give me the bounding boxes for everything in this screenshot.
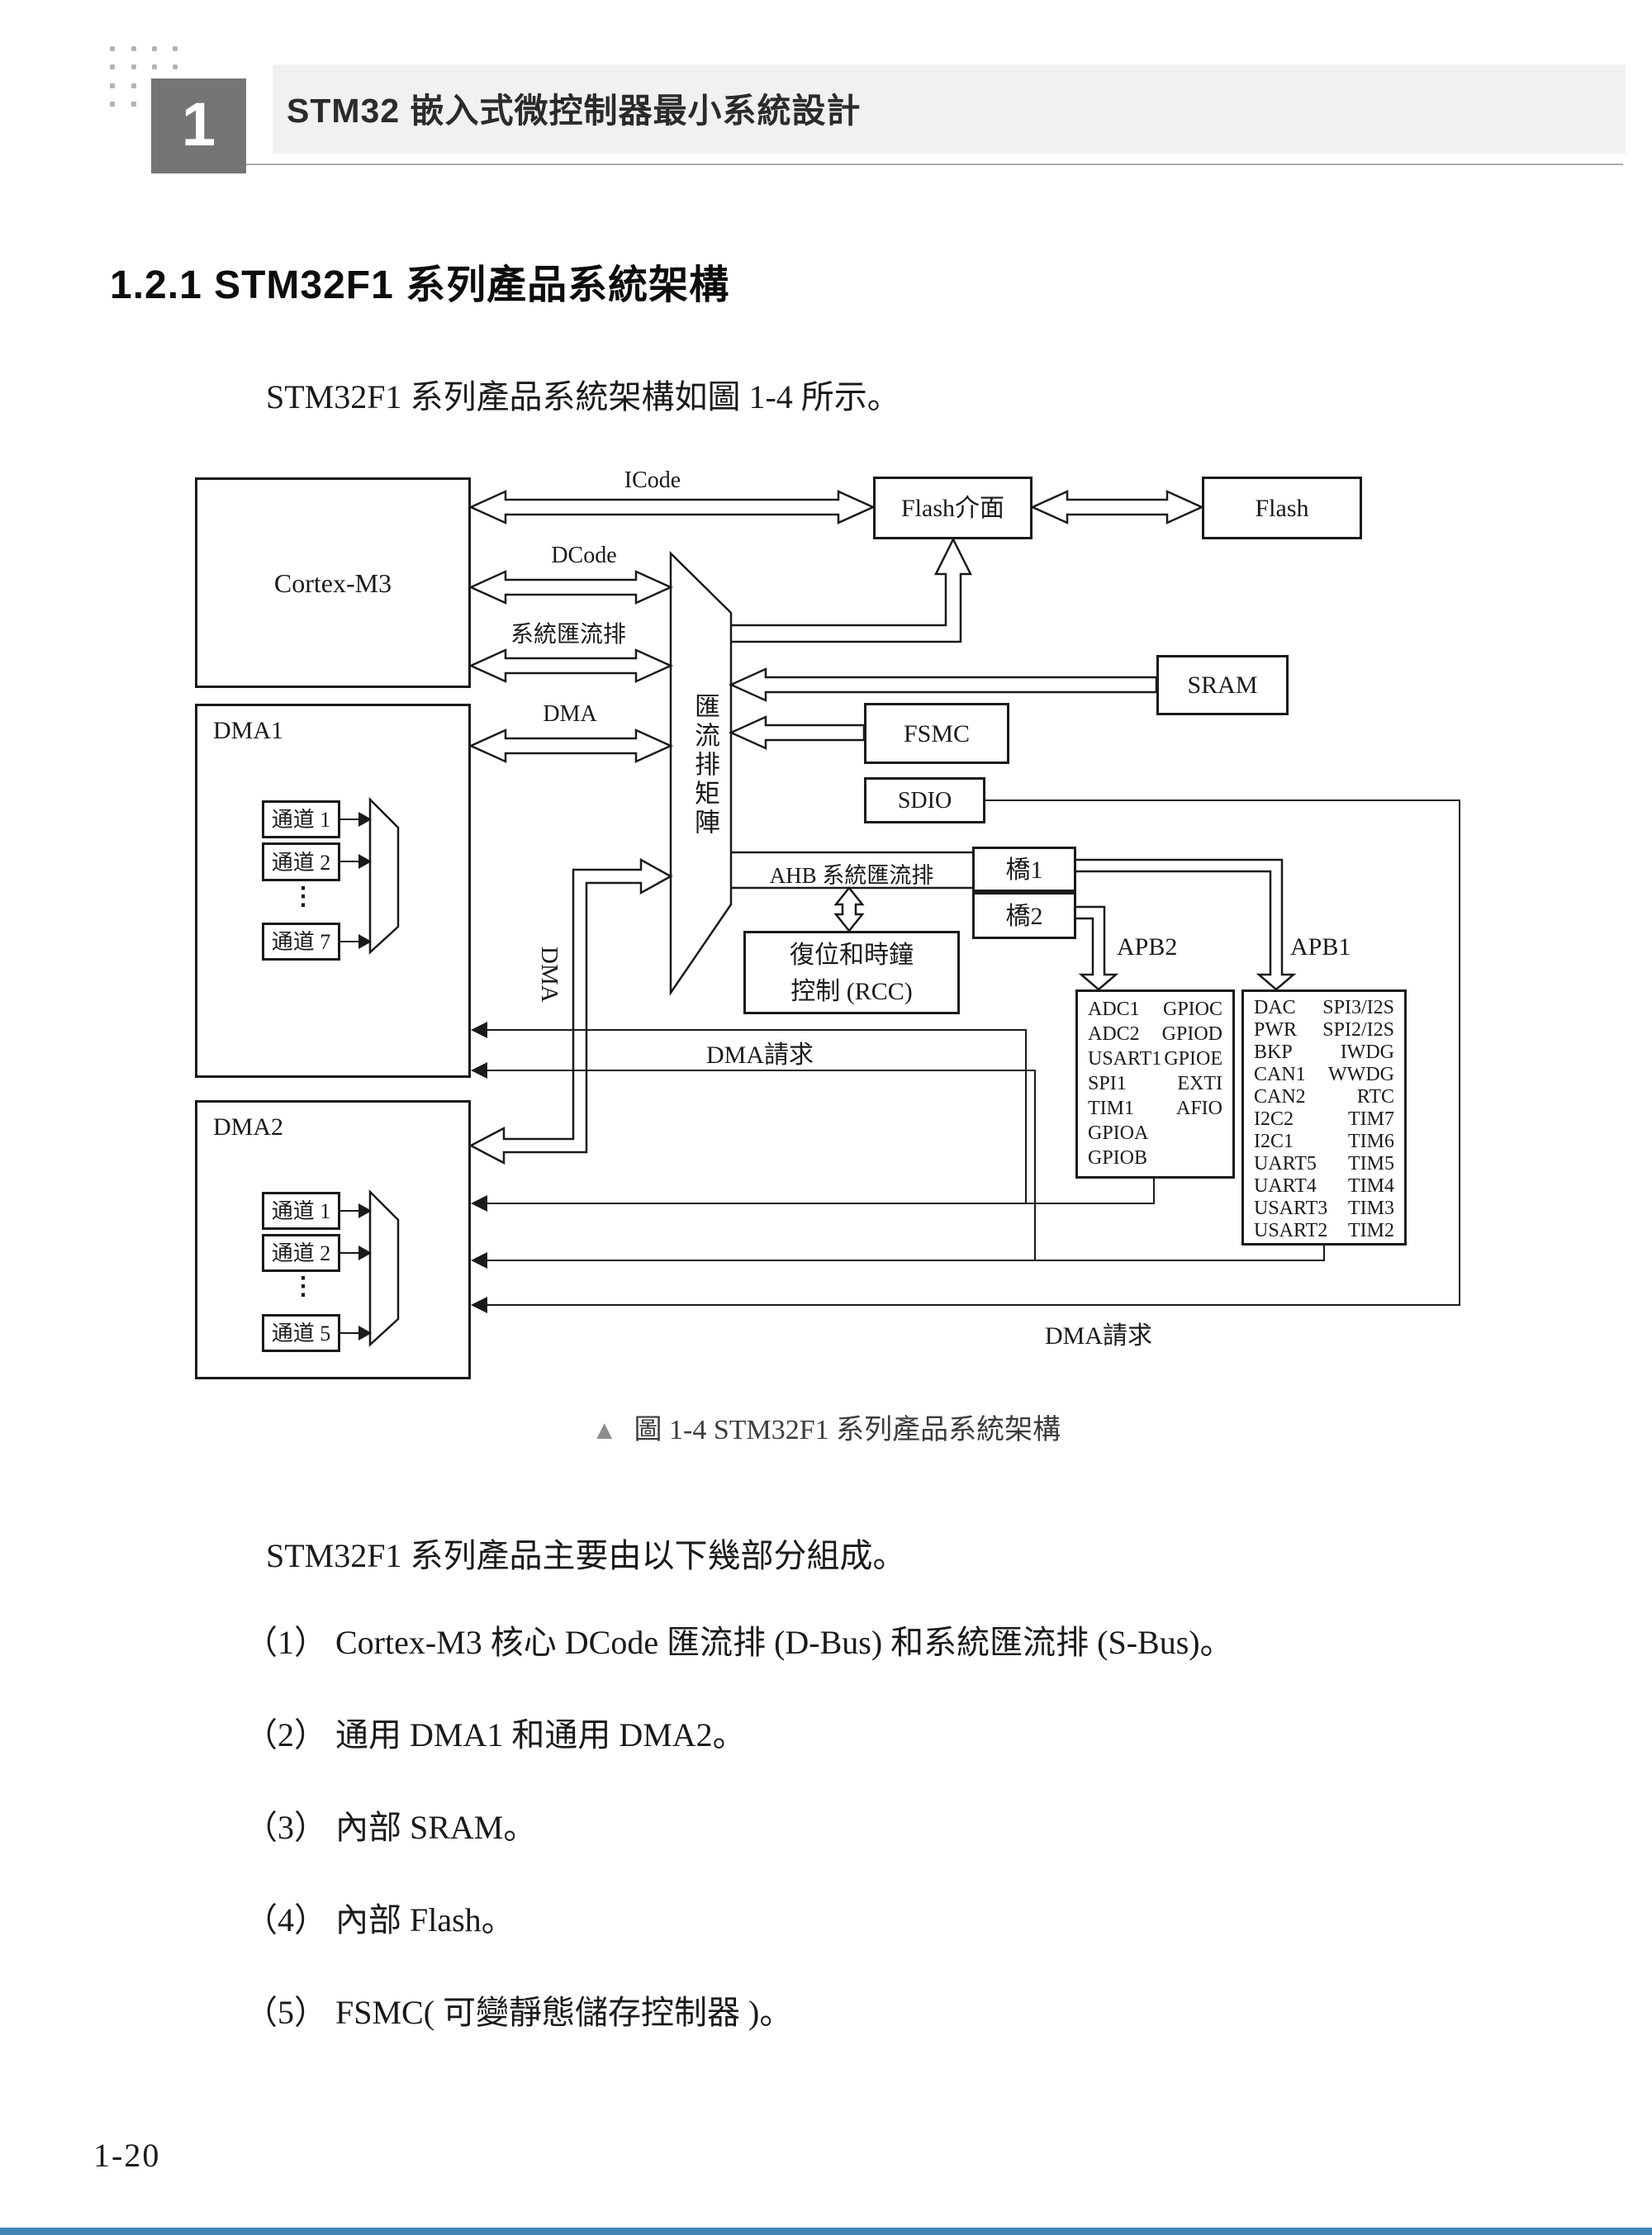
peripheral-row: GPIOB <box>1088 1147 1148 1169</box>
figure-caption-text: 圖 1-4 STM32F1 系列產品系統架構 <box>634 1415 1061 1445</box>
dma2-channel-ellipsis: ⋮ <box>291 1273 316 1300</box>
flash-box: Flash <box>1202 477 1362 539</box>
flash-interface-flash-arrow <box>1029 490 1205 524</box>
section-heading: 1.2.1 STM32F1 系列產品系統架構 <box>110 263 730 307</box>
header-divider <box>246 164 1623 165</box>
list-item-2: （2） 通用 DMA1 和通用 DMA2。 <box>244 1716 746 1753</box>
page-bottom-strip <box>0 2228 1652 2235</box>
dma1-channel-1-box: 通道 1 <box>262 800 340 838</box>
dma1-channel-7-box: 通道 7 <box>262 923 340 961</box>
dma1-channel-arrow-lines <box>340 819 360 1334</box>
dma1-bus-arrow <box>468 728 674 763</box>
dma1-bus-label: DMA <box>543 701 597 727</box>
chapter-title: STM32 嵌入式微控制器最小系統設計 <box>287 92 862 130</box>
body-lead-paragraph: STM32F1 系列產品主要由以下幾部分組成。 <box>266 1537 906 1574</box>
dma2-bus-arrow <box>468 857 673 1165</box>
icode-bus-arrow <box>468 490 876 524</box>
apb1-label: APB1 <box>1290 933 1351 961</box>
bus-matrix-shape <box>669 551 733 997</box>
apb2-dma-request-line <box>482 1029 1155 1204</box>
icode-bus-label: ICode <box>624 467 681 493</box>
bridge2-apb2-arrow <box>1076 905 1119 991</box>
rcc-label-line2: 控制 (RCC) <box>790 978 913 1005</box>
dma2-channel-5-box: 通道 5 <box>262 1314 340 1352</box>
list-item-4: （4） 內部 Flash。 <box>244 1901 515 1938</box>
dma2-label: DMA2 <box>213 1113 284 1141</box>
list-item-5: （5） FSMC( 可變靜態儲存控制器 )。 <box>244 1994 793 2031</box>
fsmc-box: FSMC <box>864 703 1009 764</box>
dma2-box <box>195 1100 471 1379</box>
matrix-flash-feed-arrow <box>731 537 973 643</box>
dcode-bus-label: DCode <box>551 543 617 568</box>
apb1-dma-request-line <box>482 1070 1325 1261</box>
list-item-1: （1） Cortex-M3 核心 DCode 匯流排 (D-Bus) 和系統匯流… <box>244 1624 1233 1661</box>
header-band <box>273 64 1626 154</box>
dma1-mux-shape <box>368 796 400 955</box>
figure-caption: ▲ 圖 1-4 STM32F1 系列產品系統架構 <box>0 1407 1652 1447</box>
dma1-channel-2-box: 通道 2 <box>262 842 340 881</box>
sram-bus-arrow <box>728 667 1158 702</box>
rcc-box: 復位和時鐘 控制 (RCC) <box>743 931 960 1014</box>
chapter-number-badge: 1 <box>151 78 246 173</box>
dcode-bus-arrow <box>468 570 674 605</box>
bus-matrix-label: 匯流排矩陣 <box>691 692 719 838</box>
dma-request-label-2: DMA請求 <box>1044 1322 1152 1350</box>
ahb-rcc-arrow <box>833 885 865 933</box>
dma-request-label-1: DMA請求 <box>705 1042 814 1069</box>
apb2-label: APB2 <box>1117 933 1178 961</box>
system-bus-label: 系統匯流排 <box>510 622 626 648</box>
cortex-m3-box: Cortex-M3 <box>195 477 471 688</box>
dma2-mux-shape <box>368 1189 400 1347</box>
bridge2-box: 橋2 <box>972 892 1076 939</box>
sdio-box: SDIO <box>864 777 985 823</box>
dma1-channel-ellipsis: ⋮ <box>291 883 316 910</box>
dma2-vertical-bus-label: DMA <box>536 947 563 1003</box>
dma2-channel-2-box: 通道 2 <box>262 1234 340 1272</box>
bridge1-box: 橋1 <box>972 847 1076 892</box>
ahb-bus-lines <box>731 851 972 890</box>
flash-interface-box: Flash介面 <box>873 477 1032 539</box>
dma1-box <box>195 704 471 1078</box>
figure-marker-triangle-icon: ▲ <box>591 1415 618 1445</box>
sdio-dma-request-line <box>482 800 1460 1306</box>
fsmc-bus-arrow <box>728 715 866 750</box>
dma1-label: DMA1 <box>213 717 284 744</box>
section-intro: STM32F1 系列產品系統架構如圖 1-4 所示。 <box>266 378 900 415</box>
bridge1-apb1-arrow <box>1076 858 1297 991</box>
list-item-3: （3） 內部 SRAM。 <box>244 1809 537 1846</box>
dma2-channel-1-box: 通道 1 <box>262 1192 340 1230</box>
page-number: 1-20 <box>93 2137 161 2174</box>
dots-decoration-icon <box>110 46 178 107</box>
rcc-label-line1: 復位和時鐘 <box>790 942 914 969</box>
peripheral-row: GPIOA <box>1088 1122 1149 1144</box>
system-bus-arrow <box>468 648 674 683</box>
ahb-bus-label: AHB 系統匯流排 <box>769 863 934 888</box>
sram-box: SRAM <box>1156 655 1289 715</box>
